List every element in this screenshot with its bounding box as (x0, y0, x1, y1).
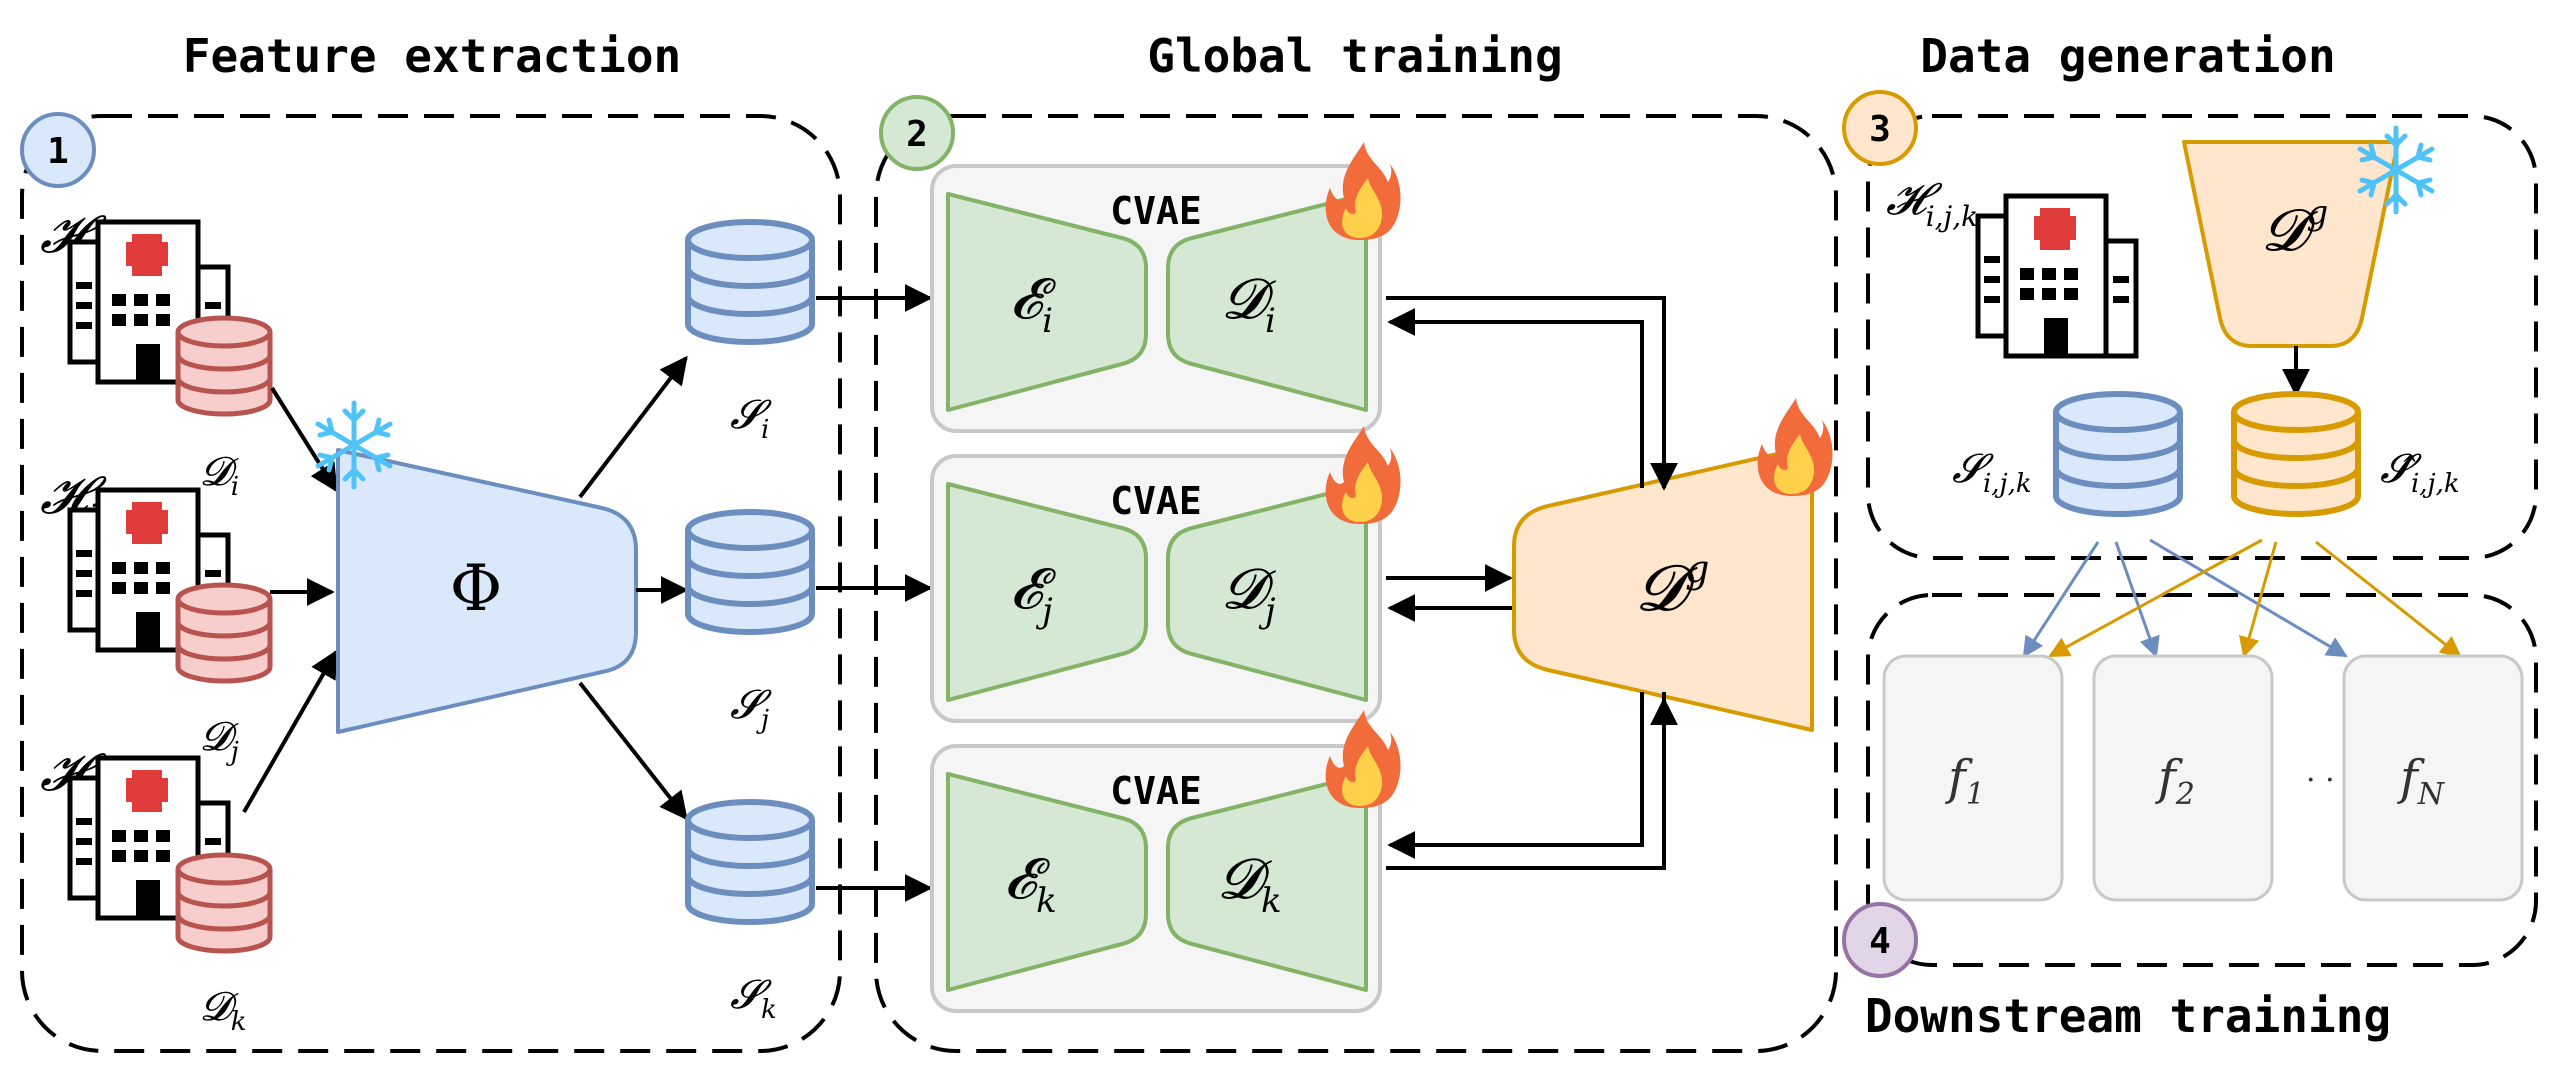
database-icon (688, 512, 812, 632)
database-icon (178, 318, 270, 414)
region-global-training (874, 114, 1838, 1053)
feature-set-k-label: 𝓢k (730, 972, 777, 1025)
feature-set-k: 𝓢k (688, 802, 812, 1025)
generation-hospital-label: 𝓗i,j,k (1886, 174, 1978, 233)
database-icon (2056, 394, 2180, 514)
cvae-j: CVAE 𝓔j 𝓓j (930, 426, 1401, 723)
dataset-j-label: 𝓓j (200, 714, 239, 767)
feature-set-i: 𝓢i (688, 222, 812, 445)
cvae-j-encoder (946, 482, 1148, 702)
hospital-j: 𝓗j 𝓓j (40, 466, 270, 767)
section-title-data-generation: Data generation (1920, 29, 2335, 83)
svg-text:4: 4 (1869, 921, 1891, 962)
cvae-j-title: CVAE (1110, 479, 1202, 523)
hospital-k: 𝓗k 𝓓k (40, 743, 270, 1037)
real-feature-set: 𝓢i,j,k (1952, 394, 2180, 514)
dataset-i-label: 𝓓i (200, 449, 239, 502)
feature-set-j: 𝓢j (688, 512, 812, 735)
global-decoder: 𝓓g (1512, 398, 1833, 732)
arrows-from-encoder (578, 355, 689, 821)
badge-4: 4 (1842, 902, 1918, 978)
database-icon (178, 855, 270, 951)
feature-set-j-label: 𝓢j (730, 682, 772, 735)
downstream-model-n: fN (2342, 654, 2524, 902)
downstream-model-n-label: fN (2397, 750, 2446, 812)
cvae-j-decoder (1166, 482, 1368, 702)
cvae-i-title: CVAE (1110, 189, 1202, 233)
feature-set-i-label: 𝓢i (730, 392, 772, 445)
section-title-global-training: Global training (1147, 29, 1562, 83)
badge-2: 2 (879, 95, 955, 171)
database-icon (688, 802, 812, 922)
cvae-k-decoder (1166, 772, 1368, 992)
cvae-k: CVAE 𝓔k 𝓓k (930, 710, 1401, 1013)
cvae-i: CVAE 𝓔i 𝓓i (930, 142, 1401, 433)
downstream-model-1: f1 (1882, 654, 2064, 902)
synthetic-feature-set-label: 𝓢̂i,j,k (2380, 446, 2460, 499)
synthetic-feature-set: 𝓢̂i,j,k (2234, 394, 2460, 514)
database-icon (178, 585, 270, 681)
feature-extractor-label: Φ (450, 552, 502, 626)
svg-text:3: 3 (1869, 109, 1891, 150)
arrows-real-to-models (2022, 538, 2348, 658)
hospital-icon (1978, 196, 2136, 356)
dataset-k-label: 𝓓k (200, 984, 246, 1037)
generation-decoder: 𝓓g (2182, 128, 2432, 348)
fire-icon (1757, 398, 1833, 496)
downstream-model-2: f2 (2092, 654, 2274, 902)
arrows-into-encoder (242, 386, 338, 813)
section-title-downstream-training: Downstream training (1865, 989, 2391, 1043)
badge-3: 3 (1842, 90, 1918, 166)
arrows-cvae-global (1386, 296, 1678, 870)
arrows-into-cvaes (816, 284, 933, 902)
svg-text:2: 2 (906, 114, 928, 155)
badge-1: 1 (20, 112, 96, 188)
arrows-synth-to-models (2048, 538, 2462, 659)
section-title-feature-extraction: Feature extraction (183, 29, 682, 83)
cvae-k-encoder (946, 772, 1148, 992)
database-icon (688, 222, 812, 342)
region-downstream-training (1866, 593, 2538, 967)
database-icon (2234, 394, 2358, 514)
svg-text:1: 1 (47, 131, 69, 172)
real-feature-set-label: 𝓢i,j,k (1952, 446, 2032, 499)
cvae-i-decoder (1166, 192, 1368, 412)
region-data-generation (1866, 114, 2538, 560)
cvae-k-title: CVAE (1110, 769, 1202, 813)
hospital-i: 𝓗i 𝓓i (40, 205, 270, 502)
feature-extractor: Φ (318, 403, 638, 734)
region-feature-extraction (20, 114, 842, 1053)
cvae-i-encoder (946, 192, 1148, 412)
